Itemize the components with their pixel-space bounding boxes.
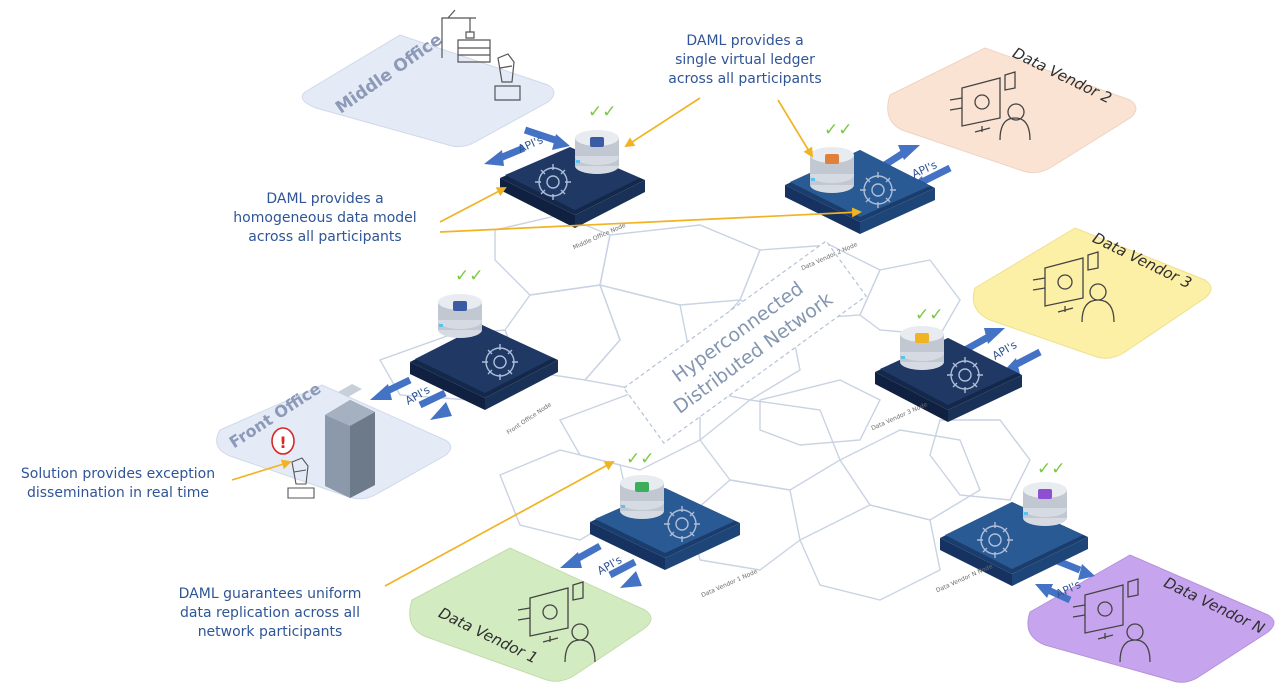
api-label-middle-office: API's	[516, 133, 545, 156]
data-vendor-2-panel: Data Vendor 2	[887, 44, 1137, 174]
callout-replication: DAML guarantees uniform data replication…	[150, 585, 390, 642]
gear-icon	[947, 357, 983, 393]
callout-replication-line2: data replication across all	[180, 605, 360, 621]
building-icon	[325, 384, 375, 498]
database-lock-icon	[620, 475, 664, 519]
data-vendor-n-participant: Data Vendor N API's	[935, 459, 1275, 683]
exception-alert-icon: !	[271, 427, 295, 455]
middle-office-panel: Middle Office	[301, 30, 555, 148]
arrow-exception-to-front-office	[231, 459, 292, 481]
data-vendor-n-panel: Data Vendor N	[1027, 554, 1275, 683]
callout-exception-line2: dissemination in real time	[26, 485, 210, 501]
data-vendor-n-node: ✓✓ Data Vendor N Node	[935, 459, 1088, 594]
check-mark-data-vendor-2: ✓✓	[824, 120, 853, 140]
callout-replication-line1: DAML guarantees uniform	[178, 586, 362, 602]
data-vendor-2-node: ✓✓ Data Vendor 2 Node	[785, 120, 935, 272]
front-office-node: ✓✓ Front Office Node	[410, 266, 558, 436]
database-lock-icon	[1023, 482, 1067, 526]
check-mark-data-vendor-3: ✓✓	[915, 305, 944, 325]
callout-arrows	[231, 97, 862, 587]
data-vendor-3-panel: Data Vendor 3	[972, 227, 1212, 359]
data-vendor-1-node: ✓✓ Data Vendor 1 Node	[590, 449, 759, 599]
gear-icon	[977, 522, 1013, 558]
gear-icon	[482, 344, 518, 380]
node-label-data-vendor-n: Data Vendor N Node	[935, 563, 994, 594]
gear-icon	[860, 172, 896, 208]
data-vendor-2-participant: Data Vendor 2 API's	[785, 44, 1137, 272]
api-label-data-vendor-3: API's	[990, 338, 1019, 362]
callout-data-model-line3: across all participants	[248, 229, 402, 245]
node-label-front-office: Front Office Node	[506, 401, 553, 436]
callout-virtual-ledger: DAML provides a single virtual ledger ac…	[640, 32, 850, 89]
callout-exception: Solution provides exception disseminatio…	[2, 465, 234, 503]
middle-office-participant: Middle Office API's	[301, 9, 645, 251]
network-label: Hyperconnected Distributed Network	[623, 240, 867, 444]
arrow-data-model-to-vendor-2	[439, 207, 862, 233]
data-vendor-3-node: ✓✓ Data Vendor 3 Node	[870, 305, 1022, 432]
database-lock-icon	[438, 294, 482, 338]
callout-exception-line1: Solution provides exception	[20, 466, 216, 482]
node-label-middle-office: Middle Office Node	[572, 222, 627, 252]
robot-icon	[287, 457, 315, 499]
crane-icon	[441, 9, 521, 101]
analyst-screen-icon	[1072, 578, 1151, 663]
callout-data-model: DAML provides a homogeneous data model a…	[210, 190, 440, 247]
data-vendor-1-participant: Data Vendor 1 API's	[409, 449, 759, 682]
node-label-data-vendor-1: Data Vendor 1 Node	[700, 568, 758, 599]
check-mark-data-vendor-1: ✓✓	[626, 449, 655, 469]
callout-data-model-line2: homogeneous data model	[233, 210, 417, 226]
callout-virtual-ledger-line3: across all participants	[668, 71, 822, 87]
database-lock-icon	[810, 147, 854, 193]
callout-virtual-ledger-line1: DAML provides a	[686, 33, 804, 49]
analyst-screen-icon	[1032, 251, 1115, 323]
gear-icon	[535, 164, 571, 200]
check-mark-front-office: ✓✓	[455, 266, 484, 286]
callout-data-model-line1: DAML provides a	[266, 191, 384, 207]
callout-virtual-ledger-line2: single virtual ledger	[675, 52, 815, 68]
arrow-data-model-to-middle-office	[439, 187, 507, 223]
data-vendor-3-participant: Data Vendor 3 API's	[870, 227, 1212, 432]
callout-replication-line3: network participants	[197, 624, 343, 640]
database-lock-icon	[900, 326, 944, 370]
arrow-virtual-ledger-to-vendor-2	[777, 99, 814, 158]
arrow-virtual-ledger-to-middle-office	[624, 97, 701, 148]
front-office-participant: Front Office ! API's	[216, 266, 558, 500]
analyst-screen-icon	[949, 71, 1031, 141]
check-mark-middle-office: ✓✓	[588, 102, 617, 122]
gear-icon	[664, 506, 700, 542]
check-mark-data-vendor-n: ✓✓	[1037, 459, 1066, 479]
analyst-screen-icon	[517, 581, 596, 663]
node-label-data-vendor-3: Data Vendor 3 Node	[870, 401, 928, 432]
database-lock-icon	[575, 130, 619, 174]
svg-text:!: !	[279, 433, 286, 452]
middle-office-node: ✓✓ Middle Office Node	[500, 102, 645, 251]
arrow-replication-to-vendor-1	[384, 461, 615, 587]
